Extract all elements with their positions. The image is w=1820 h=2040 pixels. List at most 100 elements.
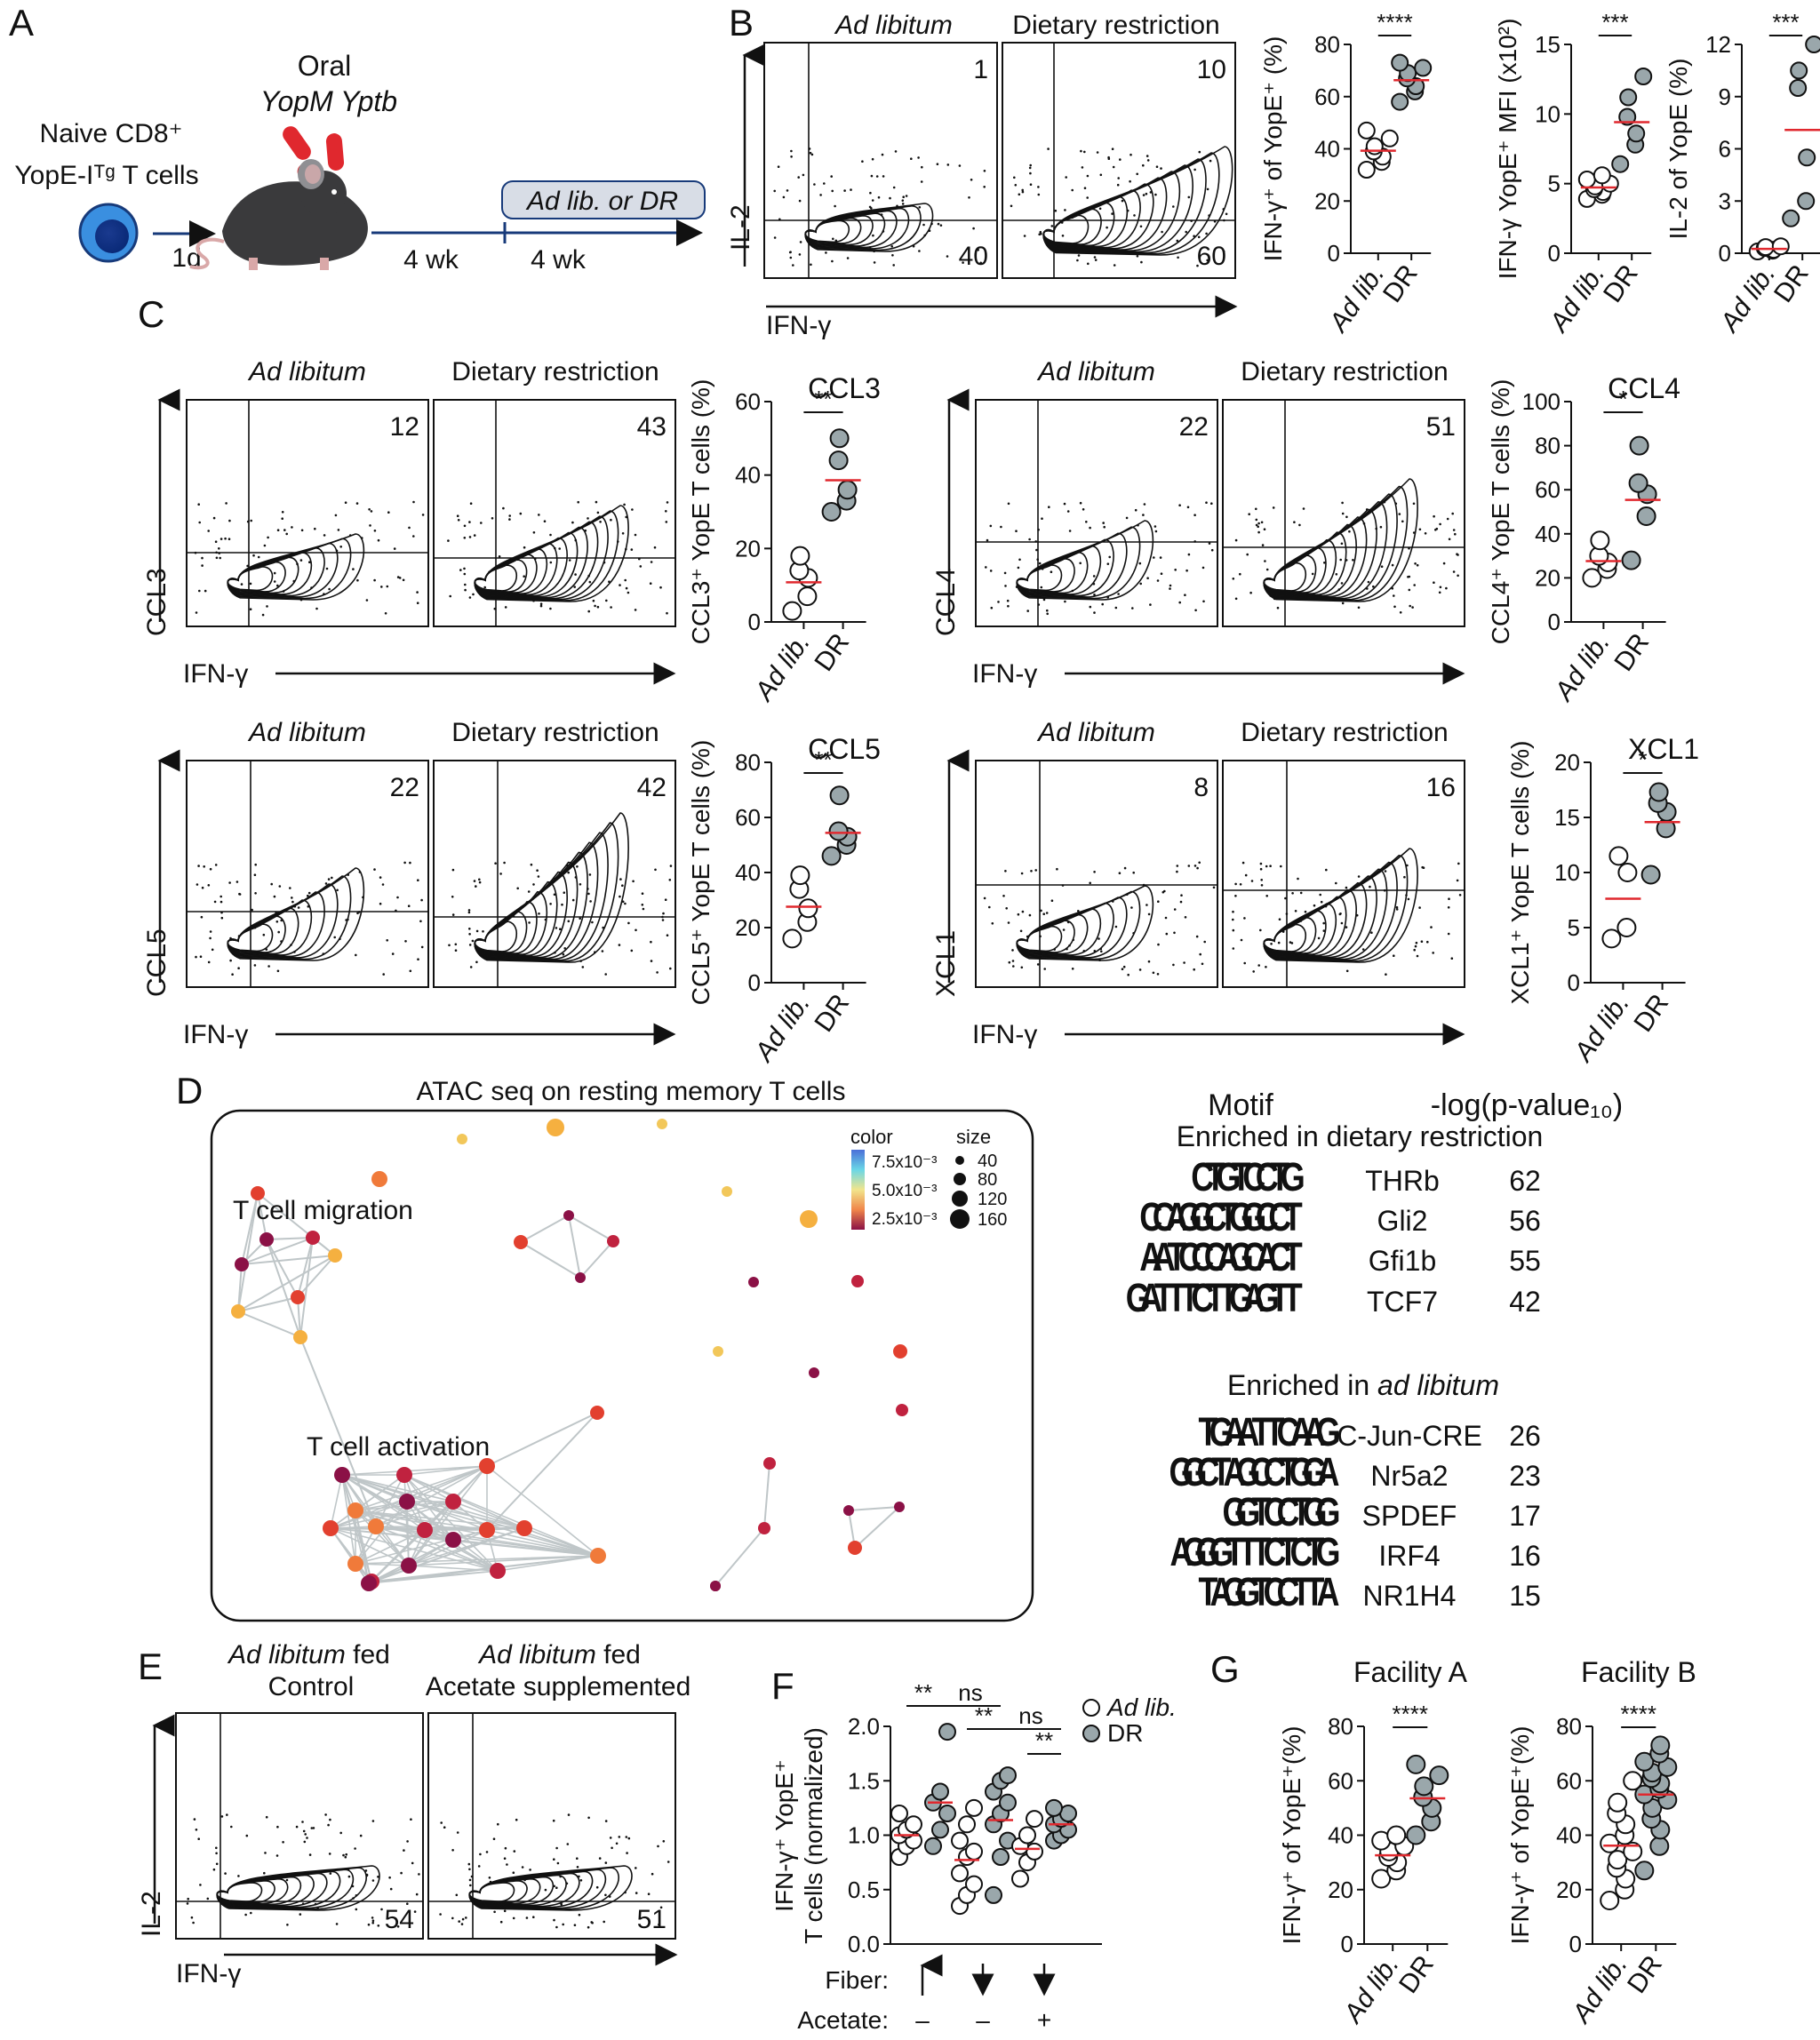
- motif-name: IRF4: [1378, 1540, 1440, 1572]
- event-dot: [1159, 556, 1162, 559]
- event-dot: [1087, 262, 1090, 266]
- facility-title: Facility B: [1581, 1656, 1696, 1688]
- event-dot: [356, 912, 359, 915]
- network-node: [328, 1248, 342, 1263]
- event-dot: [1240, 938, 1243, 942]
- event-dot: [1280, 865, 1282, 868]
- event-dot: [1107, 157, 1111, 160]
- motif-logo-letter: G: [1255, 1275, 1280, 1320]
- event-dot: [782, 195, 786, 199]
- motif-logo-letter: C: [1264, 1529, 1287, 1574]
- dr-point: [1627, 124, 1646, 143]
- event-dot: [1093, 256, 1097, 259]
- event-dot: [1153, 556, 1155, 559]
- event-dot: [345, 1853, 348, 1856]
- motif-logo-letter: G: [1209, 1529, 1234, 1574]
- y-tick-label: 20: [1554, 749, 1580, 776]
- motif-name: Gfi1b: [1369, 1245, 1436, 1277]
- event-dot: [1276, 606, 1280, 610]
- event-dot: [991, 922, 994, 925]
- event-dot: [301, 1821, 304, 1823]
- event-dot: [1013, 176, 1016, 179]
- event-dot: [989, 570, 993, 572]
- event-dot: [250, 1911, 252, 1915]
- event-dot: [599, 521, 602, 523]
- event-dot: [1339, 558, 1342, 562]
- event-dot: [291, 900, 294, 904]
- event-dot: [773, 189, 776, 193]
- event-dot: [289, 887, 291, 889]
- network-node: [361, 1575, 377, 1591]
- event-dot: [1138, 562, 1142, 565]
- motif-logo-letter: T: [1212, 1449, 1232, 1494]
- event-dot: [813, 183, 816, 186]
- event-dot: [1401, 520, 1404, 523]
- condition-subtitle: Acetate supplemented: [426, 1672, 691, 1701]
- dr-point: [829, 785, 850, 806]
- event-dot: [207, 960, 211, 964]
- event-dot: [1028, 538, 1031, 541]
- event-dot: [630, 949, 634, 952]
- y-axis-label: IFN-γ⁺ of YopE⁺(%): [1278, 1726, 1305, 1945]
- network-edge: [452, 1539, 599, 1557]
- motif-name: SPDEF: [1362, 1500, 1457, 1532]
- motif-logo-letter: C: [1264, 1489, 1287, 1534]
- event-dot: [1121, 968, 1124, 970]
- event-dot: [240, 583, 243, 586]
- legend-adlib-marker: [1082, 1699, 1100, 1717]
- event-dot: [1029, 183, 1033, 186]
- event-dot: [1152, 971, 1155, 975]
- event-dot: [420, 898, 423, 902]
- dr-motif-title: Enriched in dietary restriction: [1177, 1120, 1544, 1152]
- event-dot: [463, 524, 467, 528]
- event-dot: [468, 1878, 472, 1882]
- event-dot: [355, 502, 359, 505]
- event-dot: [1338, 912, 1342, 916]
- event-dot: [562, 1923, 564, 1926]
- y-tick-label: 0.0: [848, 1931, 880, 1957]
- event-dot: [596, 511, 600, 514]
- y-axis-label: IFN-γ YopE⁺ MFI (x10²): [1494, 19, 1521, 280]
- dr-point: [1045, 1798, 1063, 1817]
- network-node: [401, 1558, 417, 1574]
- dr-point: [1618, 108, 1637, 126]
- event-dot: [1081, 166, 1084, 169]
- motif-logo-letter: T: [1225, 1529, 1245, 1574]
- event-dot: [1046, 609, 1049, 612]
- event-dot: [488, 1877, 491, 1879]
- event-dot: [587, 610, 590, 613]
- event-dot: [1178, 601, 1181, 604]
- event-dot: [968, 196, 970, 199]
- event-dot: [576, 1857, 579, 1860]
- network-edge: [848, 1506, 900, 1511]
- event-dot: [1142, 514, 1145, 516]
- event-dot: [1297, 877, 1299, 881]
- event-dot: [458, 1920, 460, 1923]
- event-dot: [1340, 542, 1344, 546]
- event-dot: [440, 1821, 443, 1824]
- event-dot: [365, 599, 369, 602]
- adlib-point: [905, 1815, 922, 1834]
- density-contour: [468, 1882, 515, 1902]
- event-dot: [653, 546, 657, 549]
- event-dot: [1020, 872, 1024, 875]
- event-dot: [257, 555, 260, 559]
- event-dot: [386, 585, 389, 588]
- event-dot: [611, 1846, 613, 1850]
- event-dot: [449, 594, 452, 598]
- event-dot: [532, 531, 536, 534]
- event-dot: [238, 892, 241, 896]
- event-dot: [590, 1921, 593, 1924]
- event-dot: [403, 861, 406, 865]
- y-tick-label: 15: [1535, 31, 1561, 58]
- event-dot: [568, 559, 571, 562]
- event-dot: [1176, 239, 1179, 243]
- event-dot: [1118, 872, 1122, 874]
- adlib-point: [1623, 1771, 1643, 1791]
- event-dot: [937, 222, 940, 226]
- event-dot: [1418, 906, 1421, 909]
- network-node: [479, 1522, 495, 1538]
- event-dot: [519, 512, 523, 515]
- motif-logo-letter: G: [1236, 1449, 1261, 1494]
